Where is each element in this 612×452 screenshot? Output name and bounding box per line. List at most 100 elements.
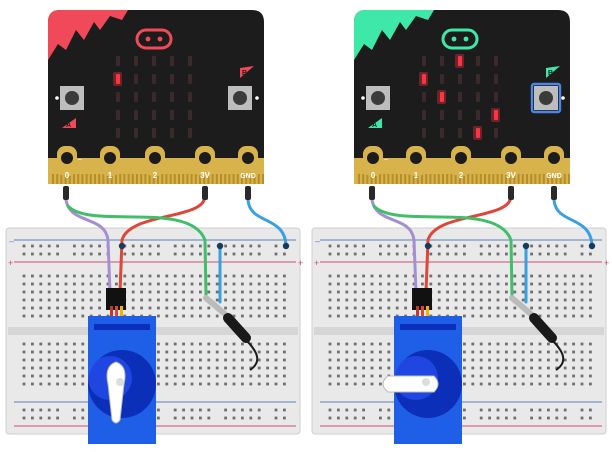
hole (215, 282, 219, 286)
hole (496, 306, 500, 310)
hole (199, 290, 202, 294)
hole (165, 350, 169, 354)
hole (538, 314, 542, 318)
pin-label-2: 2 (459, 171, 464, 180)
edge-pin (241, 174, 243, 184)
hole (56, 366, 59, 370)
wires (370, 194, 596, 304)
hole (157, 416, 160, 420)
pin-hole (61, 152, 73, 164)
hole (257, 290, 261, 294)
edge-pin (547, 174, 549, 184)
hole (249, 374, 253, 378)
hole (199, 282, 202, 286)
hole (454, 274, 458, 278)
hole (379, 306, 382, 310)
hole (266, 314, 269, 318)
hole (395, 244, 399, 248)
hole (572, 274, 575, 278)
hole (199, 350, 202, 354)
pin-hole (149, 152, 161, 164)
hole (496, 382, 500, 386)
hole (165, 314, 169, 318)
hole (157, 252, 160, 256)
hole (555, 416, 559, 420)
hole (580, 408, 584, 412)
pin-label-1: 1 (108, 171, 113, 180)
hole (513, 358, 517, 362)
hole (538, 374, 542, 378)
sensor-body (223, 313, 251, 343)
hole (387, 350, 391, 354)
led-off (116, 92, 120, 102)
edge-pin (215, 174, 218, 184)
hole (140, 306, 143, 310)
wire-end (424, 242, 432, 250)
crocodile-lead (63, 186, 69, 200)
hole (379, 366, 382, 370)
hole (215, 274, 219, 278)
led-on (494, 110, 498, 120)
hole (589, 306, 592, 310)
hole (479, 416, 483, 420)
edge-pin (463, 174, 465, 184)
edge-pin (391, 174, 394, 184)
hole (387, 290, 391, 294)
edge-pin (52, 174, 54, 184)
hole (345, 282, 349, 286)
hole (123, 282, 127, 286)
hole (39, 282, 43, 286)
edge-pin (442, 174, 444, 184)
led-off (476, 74, 480, 84)
pin-label-2: 2 (153, 171, 158, 180)
hole (362, 244, 365, 248)
hole (437, 306, 441, 310)
led-off (152, 56, 156, 66)
hole (496, 408, 500, 412)
hole (555, 358, 559, 362)
edge-pin (224, 174, 227, 184)
edge-pin (358, 174, 360, 184)
hole (157, 314, 160, 318)
hole (328, 306, 332, 310)
hole (563, 252, 567, 256)
hole (454, 282, 458, 286)
hole (232, 416, 236, 420)
hole (283, 252, 286, 256)
hole (387, 366, 391, 370)
edge-pin (81, 174, 84, 184)
edge-pin (412, 174, 415, 184)
hole (496, 252, 500, 256)
edge-pin (509, 174, 512, 184)
hole (64, 350, 68, 354)
hole (224, 350, 227, 354)
sensor-cable (245, 339, 259, 371)
hole (513, 382, 517, 386)
hole (387, 244, 391, 248)
hole (64, 290, 68, 294)
hole (589, 274, 592, 278)
edge-pin (77, 174, 80, 184)
hole (56, 408, 59, 412)
hole (463, 282, 466, 286)
hole (64, 314, 68, 318)
hole (538, 342, 542, 346)
hole (249, 416, 253, 420)
hole (479, 358, 483, 362)
hole (362, 382, 365, 386)
hole (538, 416, 542, 420)
hole (362, 366, 365, 370)
hole (505, 416, 508, 420)
hole (572, 290, 575, 294)
hole (337, 358, 340, 362)
hole (190, 306, 194, 310)
hole (257, 408, 261, 412)
hole (589, 290, 592, 294)
hole (437, 282, 441, 286)
hole (496, 274, 500, 278)
hole (98, 298, 101, 302)
led-off (170, 110, 174, 120)
hole (257, 416, 261, 420)
hole (387, 306, 391, 310)
hole (73, 350, 76, 354)
